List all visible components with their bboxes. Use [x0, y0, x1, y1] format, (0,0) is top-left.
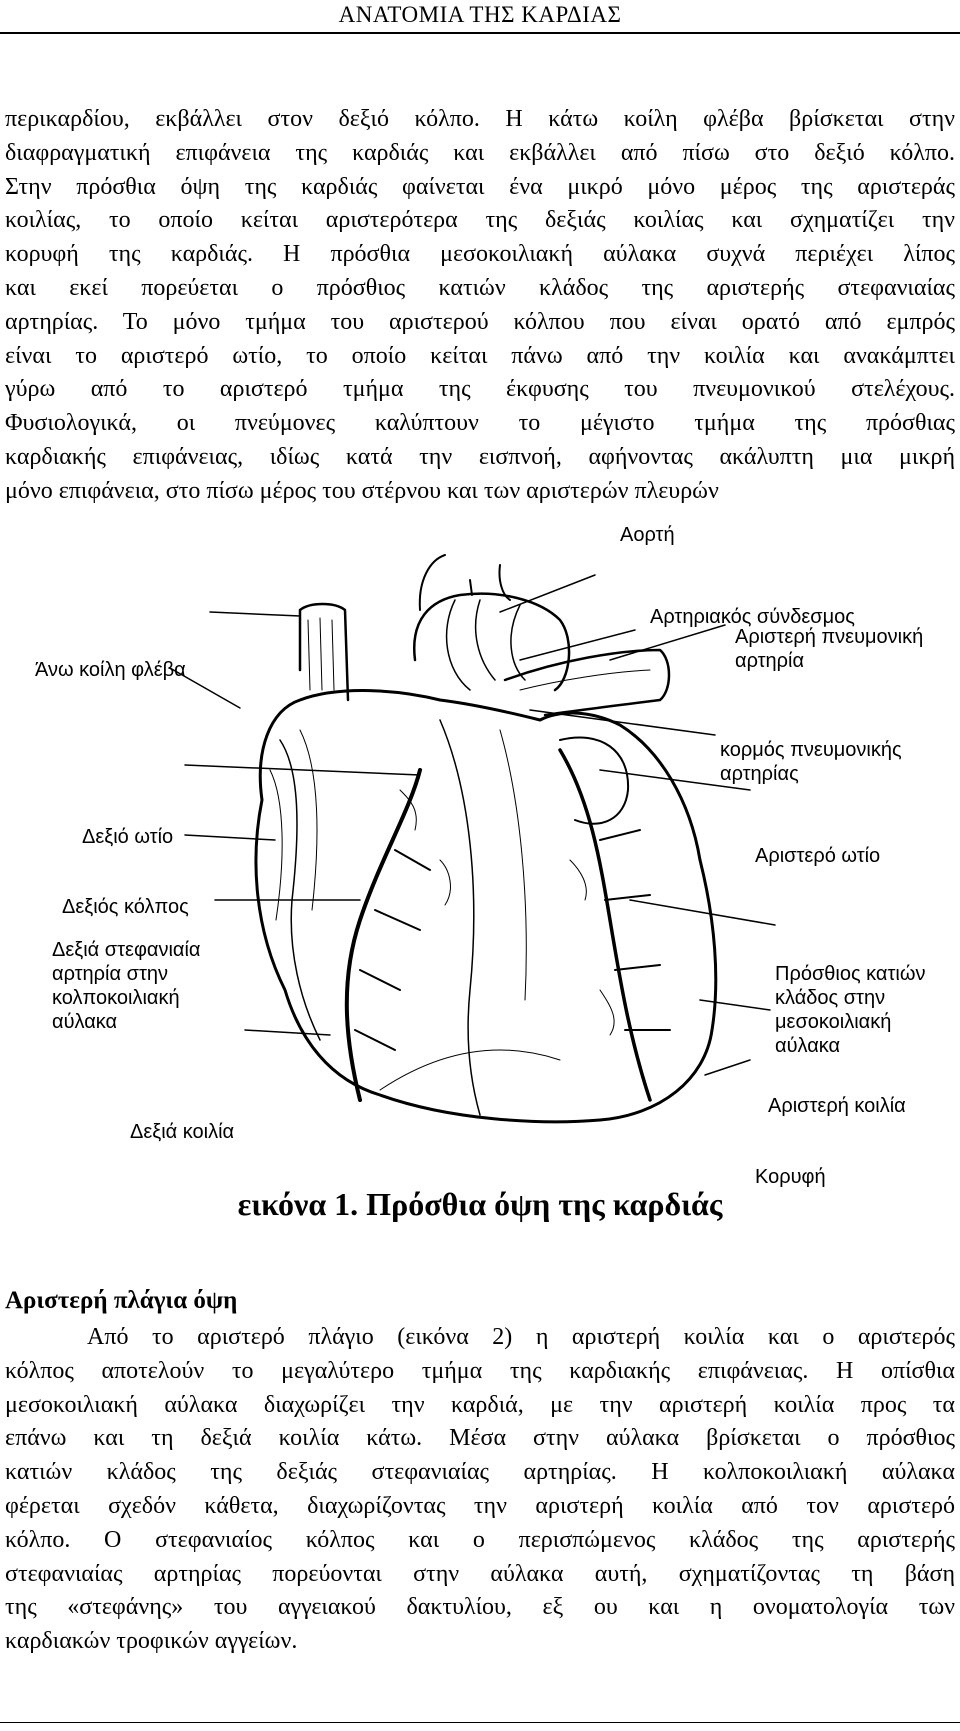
- text-line: μόνο επιφάνεια, στο πίσω μέρος του στέρν…: [5, 477, 719, 504]
- figure-caption: εικόνα 1. Πρόσθια όψη της καρδιάς: [237, 1186, 723, 1222]
- text-line: κοιλίας, το οποίο κείται αριστερότερα τη…: [5, 207, 955, 234]
- heart-illustration: [169, 554, 776, 1124]
- footer-rule: [0, 1722, 960, 1723]
- page-header: ΑΝΑΤΟΜΙΑ ΤΗΣ ΚΑΡΔΙΑΣ: [0, 0, 960, 34]
- body-paragraph-2: Από το αριστερό πλάγιο (εικόνα 2) η αρισ…: [5, 1321, 955, 1659]
- label-ligamentum: Αρτηριακός σύνδεσμος: [650, 606, 855, 628]
- label-left-ventricle: Αριστερή κοιλία: [768, 1095, 906, 1117]
- text-line: Από το αριστερό πλάγιο (εικόνα 2) η αρισ…: [87, 1324, 955, 1350]
- text-line: φέρεται σχεδόν κάθετα, διαχωρίζοντας την…: [5, 1492, 955, 1519]
- text-line: κόλπος αποτελούν το μεγαλύτερο τμήμα της…: [5, 1357, 955, 1384]
- label-right-coronary-artery: Δεξιά στεφανιαία αρτηρία στην κολποκοιλι…: [52, 939, 201, 1033]
- text-line: Φυσιολογικά, οι πνεύμονες καλύπτουν το μ…: [5, 410, 955, 437]
- text-line: και εκεί πορεύεται ο πρόσθιος κατιών κλά…: [5, 274, 955, 301]
- text-line: στεφανιαίας αρτηρίας πορεύονται στην αύλ…: [5, 1560, 955, 1587]
- text-line: κορυφή της καρδιάς. Η πρόσθια μεσοκοιλια…: [5, 241, 955, 268]
- section-heading: Αριστερή πλάγια όψη: [5, 1287, 238, 1314]
- text-line: καρδιακής επιφάνειας, ιδίως κατά την εισ…: [5, 443, 955, 470]
- label-right-auricle: Δεξιό ωτίο: [82, 826, 174, 848]
- text-line: Στην πρόσθια όψη της καρδιάς φαίνεται έν…: [5, 173, 955, 200]
- text-line: γύρω από το αριστερό τμήμα της έκφυσης τ…: [5, 376, 955, 403]
- label-right-ventricle: Δεξιά κοιλία: [130, 1121, 235, 1143]
- label-left-pulmonary-artery: Αριστερή πνευμονική αρτηρία: [735, 626, 924, 672]
- text-line: είναι το αριστερό ωτίο, το οποίο κείται …: [5, 342, 955, 369]
- label-aorta: Αορτή: [620, 524, 675, 546]
- label-pulmonary-trunk: κορμός πνευμονικής αρτηρίας: [720, 739, 902, 785]
- text-line: της «στεφάνης» του αγγειακού δακτυλίου, …: [5, 1594, 955, 1621]
- text-line: αρτηρίας. Το μόνο τμήμα του αριστερού κό…: [5, 308, 955, 335]
- text-line: καρδιακών τροφικών αγγείων.: [5, 1628, 298, 1655]
- header-title: ΑΝΑΤΟΜΙΑ ΤΗΣ ΚΑΡΔΙΑΣ: [338, 2, 622, 27]
- label-right-atrium: Δεξιός κόλπος: [62, 896, 189, 918]
- text-line: κατιών κλάδος της δεξιάς στεφανιαίας αρτ…: [5, 1459, 955, 1486]
- text-line: περικαρδίου, εκβάλλει στον δεξιό κόλπο. …: [5, 106, 955, 132]
- text-line: διαφραγματική επιφάνεια της καρδιάς και …: [5, 139, 955, 166]
- label-apex: Κορυφή: [755, 1166, 826, 1188]
- label-left-auricle: Αριστερό ωτίο: [755, 845, 881, 867]
- text-line: κόλπο. Ο στεφανιαίος κόλπος και ο περισπ…: [5, 1526, 955, 1553]
- text-line: μεσοκοιλιακή αύλακα διαχωρίζει την καρδι…: [5, 1391, 955, 1418]
- heart-figure: Αορτή Αρτηριακός σύνδεσμος Αριστερή πνευ…: [0, 524, 960, 1230]
- label-superior-vena-cava: Άνω κοίλη φλέβα: [35, 659, 186, 681]
- label-anterior-descending-branch: Πρόσθιος κατιών κλάδος στην μεσοκοιλιακή…: [775, 963, 926, 1057]
- text-line: επάνω και τη δεξιά κοιλία κάτω. Μέσα στη…: [5, 1425, 955, 1452]
- body-paragraph-1: περικαρδίου, εκβάλλει στον δεξιό κόλπο. …: [5, 103, 955, 509]
